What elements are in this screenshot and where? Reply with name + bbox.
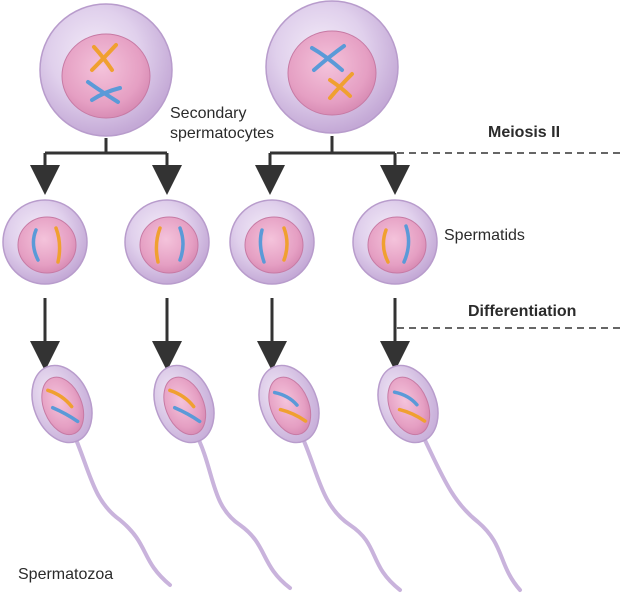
spermatozoon-4 bbox=[377, 364, 522, 592]
spermatid-4 bbox=[352, 199, 438, 285]
meiosis-ii-label: Meiosis II bbox=[488, 124, 561, 141]
chromosome-blue-x bbox=[310, 44, 346, 72]
chromosome-orange-x bbox=[328, 72, 354, 100]
differentiation-arrows bbox=[30, 298, 410, 371]
meiosis-arrows bbox=[30, 136, 410, 195]
spermatozoa-label: Spermatozoa bbox=[18, 566, 114, 583]
secondary-spermatocyte-left bbox=[39, 3, 173, 137]
secondary-spermatocytes-label: Secondary spermatocytes bbox=[170, 104, 300, 144]
spermatozoon-1 bbox=[31, 364, 172, 587]
spermatozoon-3 bbox=[258, 364, 402, 592]
chromosome-blue-x bbox=[86, 80, 122, 104]
secondary-spermatocyte-right bbox=[265, 0, 399, 134]
spermatids-label: Spermatids bbox=[444, 227, 525, 244]
spermatid-2 bbox=[124, 199, 210, 285]
secondary-label-line2: spermatocytes bbox=[170, 125, 275, 142]
chromosome-orange-x bbox=[90, 43, 118, 72]
spermatozoon-2 bbox=[153, 364, 292, 590]
spermatid-3 bbox=[229, 199, 315, 285]
secondary-label-line1: Secondary bbox=[170, 105, 247, 122]
differentiation-label: Differentiation bbox=[468, 303, 577, 320]
spermatid-1 bbox=[2, 199, 88, 285]
